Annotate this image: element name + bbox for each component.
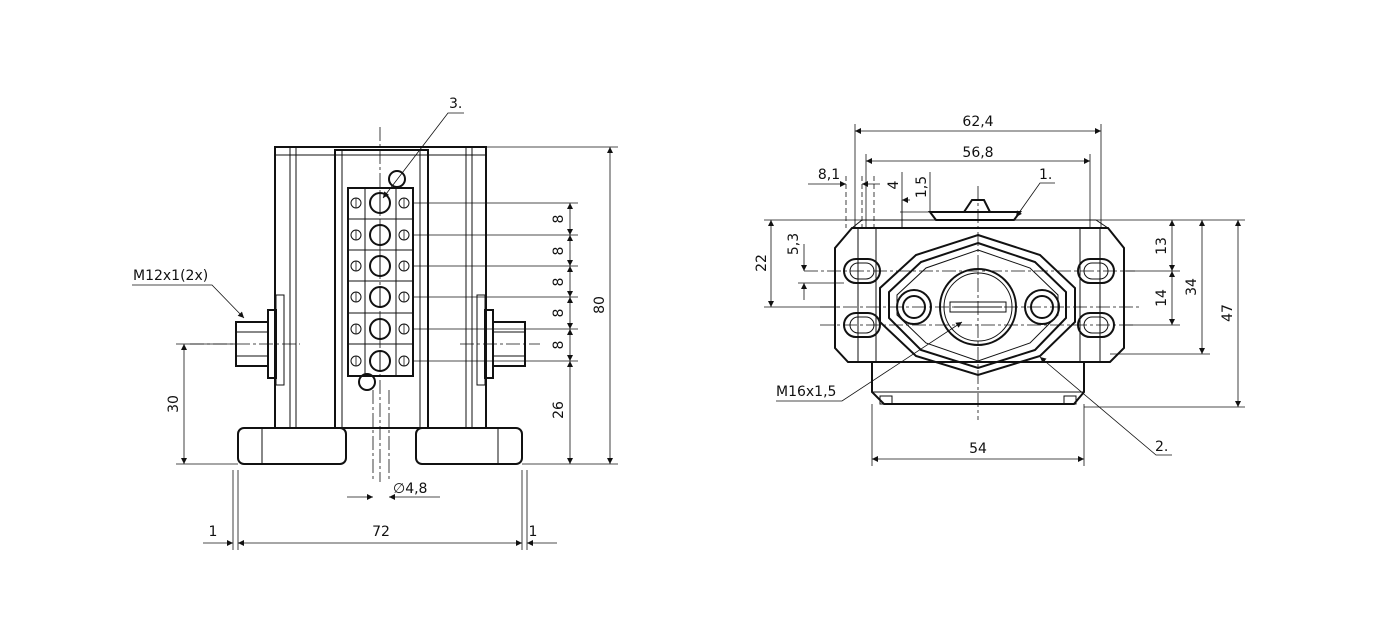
dim-4: 4 bbox=[886, 180, 902, 189]
top-knob bbox=[963, 199, 991, 213]
dim-pitch-1: 8 bbox=[551, 215, 567, 224]
dim-8-1: 8,1 bbox=[818, 167, 840, 183]
dim-1-5: 1,5 bbox=[914, 176, 930, 198]
flange-gasket bbox=[879, 233, 1076, 377]
top-cap bbox=[928, 211, 1022, 221]
center-inner-wall bbox=[334, 149, 429, 429]
dim-47: 47 bbox=[1220, 304, 1236, 322]
base-plate-left bbox=[237, 427, 347, 465]
base-plate-right bbox=[415, 427, 523, 465]
callout-item-2: 2. bbox=[1155, 439, 1168, 455]
dim-pitch-4: 8 bbox=[551, 309, 567, 318]
svg-text:∅4,8: ∅4,8 bbox=[393, 481, 427, 497]
dim-pitch-2: 8 bbox=[551, 247, 567, 256]
side-view: 62,4 56,8 8,1 4 1,5 22 5,3 13 bbox=[754, 114, 1245, 466]
dim-hole-dia: 4,8 bbox=[405, 481, 427, 497]
dim-54: 54 bbox=[969, 441, 987, 457]
side-body bbox=[834, 227, 1125, 363]
dim-34: 34 bbox=[1184, 278, 1200, 296]
mounting-hole-bottom bbox=[358, 373, 376, 391]
dim-22: 22 bbox=[754, 254, 770, 272]
dim-left-1: 1 bbox=[209, 524, 218, 540]
dim-14: 14 bbox=[1154, 289, 1170, 307]
diameter-symbol: ∅ bbox=[393, 481, 405, 497]
lower-base bbox=[871, 362, 1085, 405]
dim-5-3: 5,3 bbox=[786, 233, 802, 255]
dim-26: 26 bbox=[551, 401, 567, 419]
dim-56-8: 56,8 bbox=[962, 145, 993, 161]
dim-30: 30 bbox=[166, 395, 182, 413]
dim-right-1: 1 bbox=[529, 524, 538, 540]
m12-connector-left bbox=[235, 294, 285, 386]
dim-pitch-5: 8 bbox=[551, 341, 567, 350]
dim-62-4: 62,4 bbox=[962, 114, 993, 130]
callout-m12-thread: M12x1(2x) bbox=[133, 268, 208, 284]
callout-item-1: 1. bbox=[1039, 167, 1052, 183]
dim-height-80: 80 bbox=[592, 296, 608, 314]
front-view: 8 8 8 8 8 26 80 30 72 1 1 ∅4,8 3. M12 bbox=[132, 96, 618, 550]
mounting-hole-top bbox=[388, 170, 406, 188]
dim-13: 13 bbox=[1154, 237, 1170, 255]
callout-item-3: 3. bbox=[449, 96, 462, 112]
dim-width-72: 72 bbox=[372, 524, 390, 540]
callout-m16-thread: M16x1,5 bbox=[776, 384, 836, 400]
dim-pitch-3: 8 bbox=[551, 278, 567, 287]
terminal-block bbox=[347, 187, 414, 377]
m12-connector-right bbox=[476, 294, 526, 386]
